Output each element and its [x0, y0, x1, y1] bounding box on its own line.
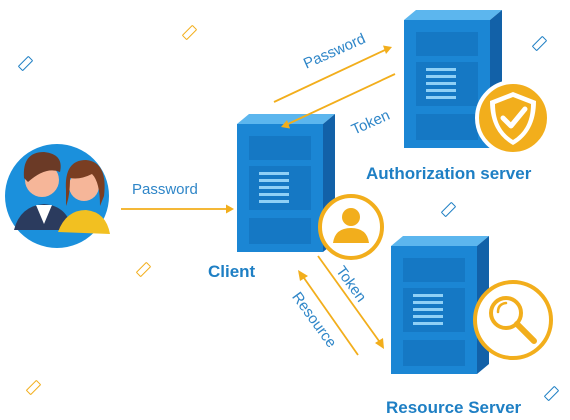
edge-label-user-client: Password [132, 181, 198, 198]
arrowhead [383, 45, 392, 54]
shield-check-icon [475, 80, 551, 156]
arrow-resource-to-client [303, 277, 359, 356]
flow-arrows [121, 45, 396, 356]
arrowhead [375, 338, 384, 349]
arrowhead [298, 270, 308, 281]
arrowhead [226, 204, 234, 214]
arrow-client-to-auth [273, 49, 386, 103]
resource-server-icon [391, 236, 489, 374]
arrowhead [281, 120, 290, 129]
client-label: Client [208, 262, 256, 281]
users-pair-icon [5, 144, 110, 248]
magnifier-icon [473, 280, 553, 360]
user-icon [318, 194, 384, 260]
auth-server-label: Authorization server [366, 164, 532, 183]
arrow-auth-to-client [287, 73, 396, 125]
resource-server-label: Resource Server [386, 398, 522, 417]
arrow-client-to-resource [317, 255, 380, 342]
